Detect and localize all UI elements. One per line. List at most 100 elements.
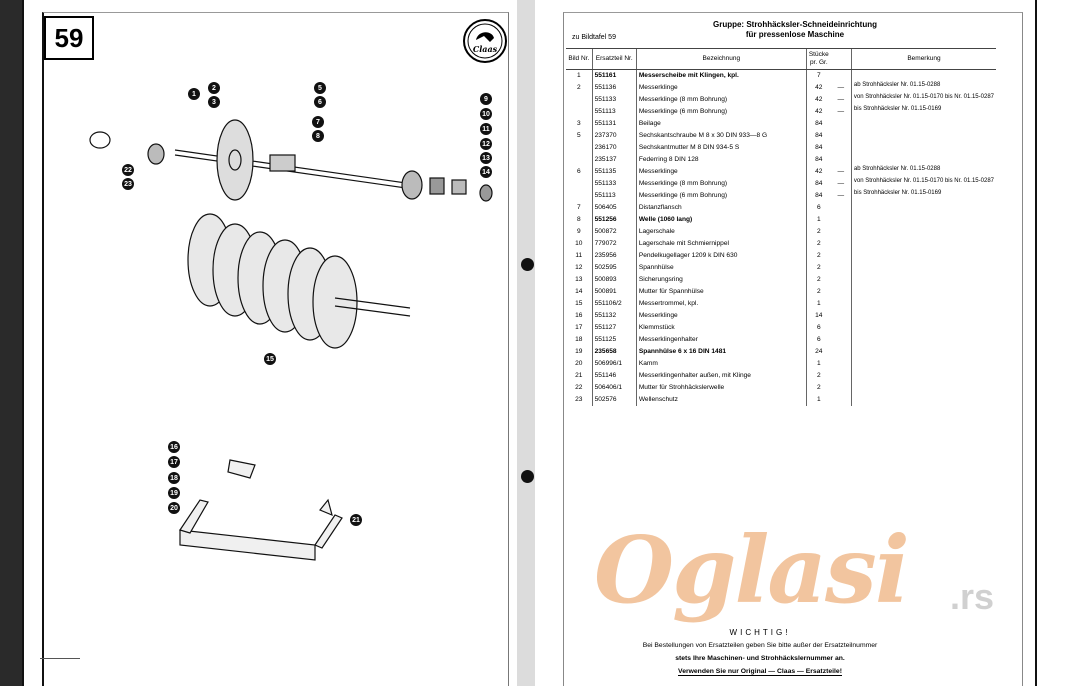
comb-drawing	[179, 459, 343, 561]
part-row-number: 551256	[591, 214, 637, 226]
part-row-qty: 2	[805, 250, 831, 262]
part-row-qty: 2	[805, 382, 831, 394]
part-row-note	[850, 69, 996, 82]
part-row-dash: —	[837, 180, 845, 187]
part-row-bild: 17	[575, 324, 583, 331]
spacer-flange	[269, 154, 296, 172]
knife-disc	[216, 119, 254, 201]
part-row-number: 551135	[591, 166, 637, 178]
part-row-dash	[831, 334, 852, 346]
part-row-qty: 1	[805, 298, 831, 310]
claas-logo: Claas	[463, 19, 507, 63]
header-bemerkung: Bemerkung	[850, 48, 996, 70]
part-row-qty: 1	[805, 394, 831, 406]
part-row-dash	[831, 382, 852, 394]
part-row-dash	[831, 370, 852, 382]
part-row-bild: 1	[576, 72, 581, 79]
part-row-note	[850, 142, 996, 154]
part-row-number: 551161	[591, 69, 637, 82]
part-row-qty: 84	[805, 190, 831, 202]
svg-text:Claas: Claas	[473, 44, 498, 54]
part-row-number: 551125	[591, 334, 637, 346]
part-row-dash: —	[837, 84, 845, 91]
part-row-name: Messerklingenhalter außen, mit Klinge	[635, 370, 807, 382]
group-subtitle: für pressenlose Maschine	[745, 30, 845, 39]
part-row-name: Messerklinge (8 mm Bohrung)	[635, 94, 807, 106]
part-row-note	[850, 370, 996, 382]
part-row-name: Spannhülse 6 x 16 DIN 1481	[635, 346, 807, 358]
part-row-number: 551132	[591, 310, 637, 322]
part-row-name: Mutter für Spannhülse	[635, 286, 807, 298]
part-row-dash	[831, 202, 852, 214]
part-row-name: Mutter für Strohhäckslerwelle	[635, 382, 807, 394]
part-row-qty: 1	[805, 214, 831, 226]
page-gutter	[517, 0, 535, 686]
part-row-note: bis Strohhäcksler Nr. 01.15-0169	[850, 190, 996, 202]
header-bild: Bild Nr.	[566, 48, 593, 70]
part-row-qty: 6	[805, 322, 831, 334]
callout-12: 12	[480, 138, 492, 150]
part-row-number: 506996/1	[591, 358, 637, 370]
part-row-qty: 84	[805, 142, 831, 154]
part-row-note	[850, 238, 996, 250]
notice-title: WICHTIG!	[729, 628, 791, 637]
part-row-bild: 21	[575, 372, 583, 379]
clamp-sleeve	[451, 179, 467, 195]
part-row-number: 236170	[591, 142, 637, 154]
part-row-name: Sechskantmutter M 8 DIN 934-5 S	[635, 142, 807, 154]
part-row-dash	[831, 262, 852, 274]
part-row-qty: 1	[805, 358, 831, 370]
part-row-name: Spannhülse	[635, 262, 807, 274]
callout-23: 23	[122, 178, 134, 190]
callout-17: 17	[168, 456, 180, 468]
knife-drum-drawing	[187, 213, 411, 349]
part-row-dash	[831, 274, 852, 286]
exploded-parts-diagram	[89, 119, 493, 561]
part-row-bild	[566, 106, 592, 118]
callout-14: 14	[480, 166, 492, 178]
callout-3: 3	[208, 96, 220, 108]
watermark-text: Oglasi	[594, 516, 910, 624]
part-row-dash	[831, 214, 852, 226]
part-row-qty: 42	[805, 106, 831, 118]
part-row-note	[850, 262, 996, 274]
part-row-bild	[566, 178, 592, 190]
part-row-name: Lagerschale mit Schmiernippel	[635, 238, 807, 250]
part-row-number: 551133	[591, 94, 637, 106]
part-row-name: Messertrommel, kpl.	[635, 298, 807, 310]
part-row-note: ab Strohhäcksler Nr. 01.15-0288	[850, 82, 996, 94]
part-row-bild: 23	[575, 396, 583, 403]
part-row-dash: —	[837, 96, 845, 103]
part-row-name: Federring 8 DIN 128	[635, 154, 807, 166]
part-row-note	[850, 274, 996, 286]
part-row-qty: 2	[805, 238, 831, 250]
part-row-note	[850, 310, 996, 322]
part-row-dash	[831, 310, 852, 322]
part-row-name: Klemmstück	[635, 322, 807, 334]
notice-line-2: stets Ihre Maschinen- und Strohhäckslern…	[675, 655, 845, 662]
part-row-bild: 19	[575, 348, 583, 355]
part-row-note	[850, 394, 996, 406]
header-stueck: Stücke pr. Gr.	[805, 48, 831, 70]
part-row-number: 551106/2	[591, 298, 637, 310]
part-row-name: Welle (1060 lang)	[635, 214, 807, 226]
part-row-qty: 42	[805, 94, 831, 106]
part-row-note	[850, 214, 996, 226]
part-row-note: ab Strohhäcksler Nr. 01.15-0288	[850, 166, 996, 178]
part-row-name: Wellenschutz	[635, 394, 807, 406]
part-row-bild	[566, 190, 592, 202]
callout-7: 7	[312, 116, 324, 128]
part-row-note	[850, 298, 996, 310]
callout-20: 20	[168, 502, 180, 514]
part-row-note	[850, 226, 996, 238]
part-row-dash	[831, 142, 852, 154]
